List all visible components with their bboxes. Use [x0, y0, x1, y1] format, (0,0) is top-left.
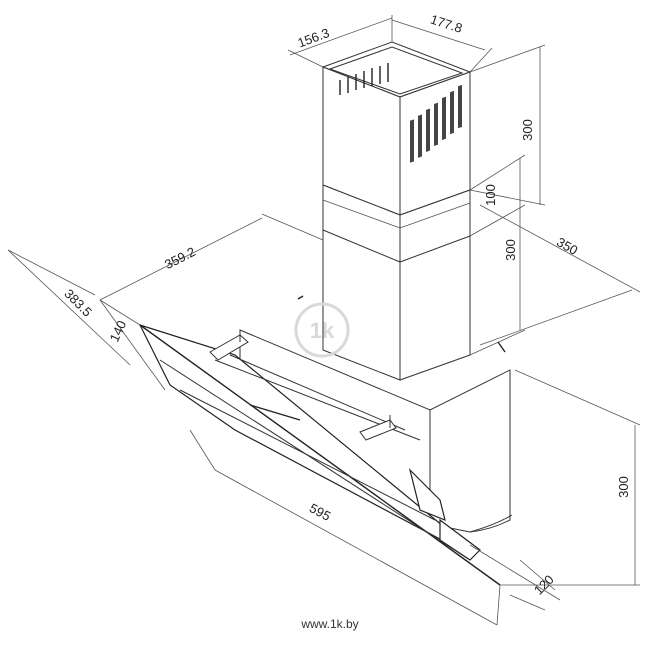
watermark: 1k — [294, 302, 350, 358]
label-body-height: 300 — [616, 476, 631, 498]
label-body-width: 595 — [307, 500, 333, 523]
footer-url: www.1k.by — [300, 617, 358, 631]
label-bottom-depth: 120 — [531, 572, 557, 598]
label-glass-step: 140 — [107, 318, 130, 344]
label-body-depth: 350 — [554, 234, 580, 258]
watermark-text: 1k — [310, 318, 335, 343]
mounting-bracket-right — [359, 415, 397, 441]
vent-slots — [410, 84, 462, 163]
dimension-lines — [7, 15, 641, 626]
glass-panel — [138, 324, 501, 586]
mounting-bracket-left — [209, 330, 249, 361]
label-top-width: 359.2 — [162, 244, 198, 272]
vent-slots-back — [339, 63, 389, 95]
label-chimney-width: 177.8 — [429, 12, 465, 36]
label-lower-chimney-height: 300 — [503, 239, 518, 261]
label-glass-diagonal: 383.5 — [61, 286, 95, 320]
label-chimney-overlap: 100 — [483, 184, 498, 206]
label-upper-chimney-height: 300 — [520, 119, 535, 141]
chimney — [321, 41, 472, 381]
